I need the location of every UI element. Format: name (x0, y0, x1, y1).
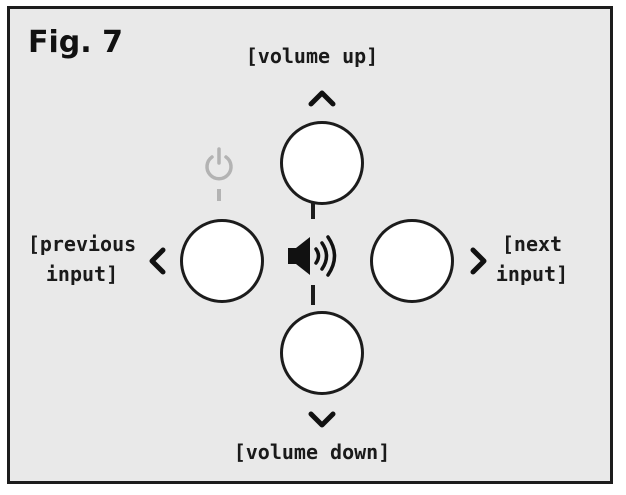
connector-down (311, 285, 315, 305)
next-input-button[interactable] (370, 219, 454, 303)
previous-input-label-line1: [previous (27, 232, 137, 256)
connector-up (311, 203, 315, 219)
chevron-left-icon (149, 247, 166, 275)
volume-down-label: [volume down] (233, 440, 391, 464)
next-input-label: [next input] (484, 229, 580, 289)
next-input-label-line2: input] (495, 262, 569, 286)
previous-input-button[interactable] (180, 219, 264, 303)
chevron-down-icon (308, 411, 336, 428)
figure-frame: Fig. 7 [volume up] [volume down] [previo… (7, 6, 613, 484)
volume-up-button[interactable] (280, 121, 364, 205)
volume-up-label: [volume up] (245, 44, 379, 68)
previous-input-label-line2: input] (45, 262, 119, 286)
speaker-icon (288, 235, 337, 277)
next-input-label-line1: [next (501, 232, 563, 256)
previous-input-label: [previous input] (18, 229, 146, 289)
figure-label: Fig. 7 (28, 25, 123, 60)
chevron-up-icon (308, 90, 336, 107)
chevron-right-icon (470, 247, 487, 275)
volume-down-button[interactable] (280, 311, 364, 395)
power-icon (205, 147, 233, 201)
